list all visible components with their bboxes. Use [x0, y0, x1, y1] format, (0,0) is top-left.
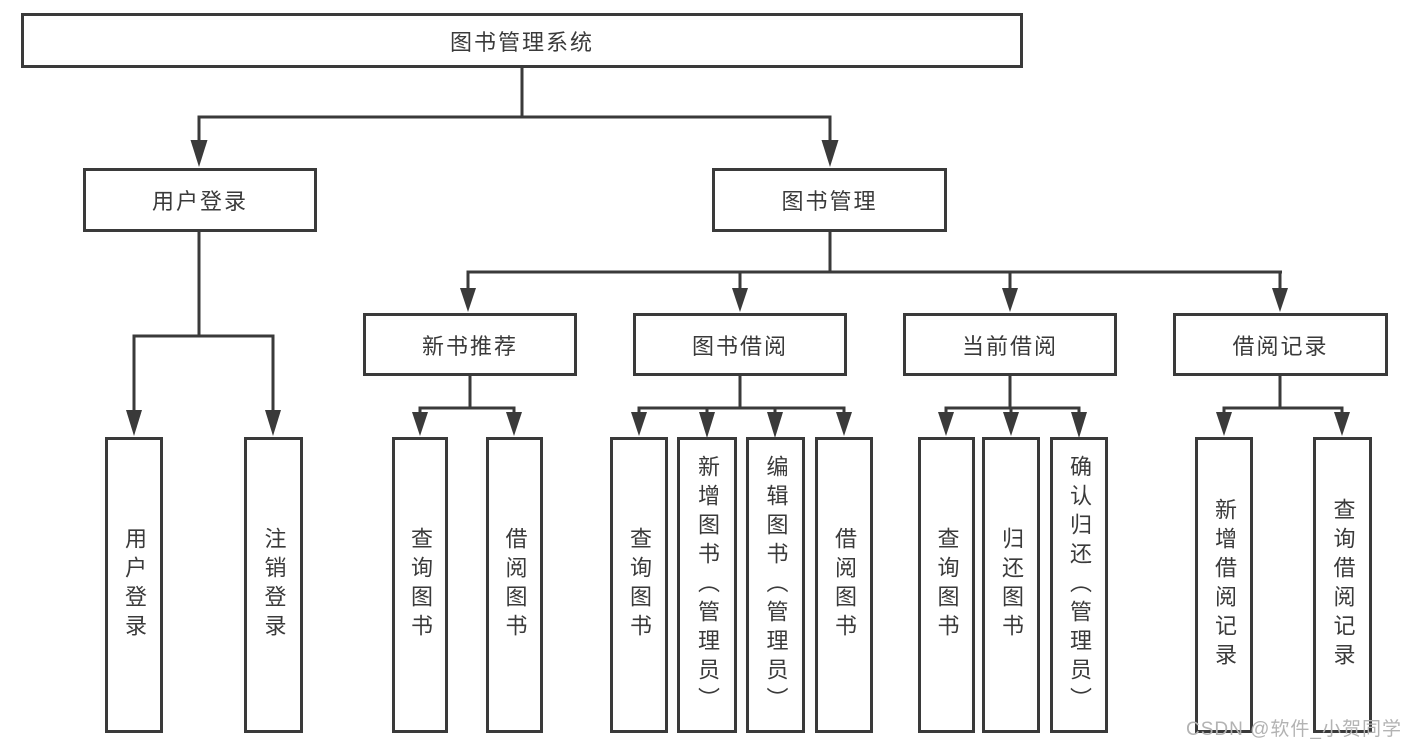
leaf-logout: 注销登录: [244, 437, 303, 733]
leaf-query-borrow-record: 查询借阅记录: [1313, 437, 1372, 733]
arrowhead-current-c3: [1071, 412, 1087, 438]
arrowhead-leaf-logout: [265, 410, 281, 436]
leaf-add-borrow-record: 新增借阅记录: [1195, 437, 1253, 733]
node-current-borrow: 当前借阅: [903, 313, 1117, 376]
node-root-label: 图书管理系统: [449, 29, 594, 55]
leaf-add-book-admin: 新增图书（管理员）: [677, 437, 737, 733]
arrowhead-borrow-c3: [767, 412, 783, 438]
node-user-login: 用户登录: [83, 168, 317, 232]
leaf-user-login: 用户登录: [105, 437, 163, 733]
arrowhead-current-c1: [938, 412, 954, 436]
arrowhead-newrec-c2: [506, 412, 522, 436]
arrowhead-newrec-c1: [412, 412, 428, 436]
node-new-book-recommend-label: 新书推荐: [421, 333, 518, 359]
arrowhead-borrow-c2: [699, 412, 715, 438]
leaf-query-books-1: 查询图书: [392, 437, 448, 733]
leaf-query-books-3: 查询图书: [918, 437, 975, 733]
arrowhead-borrow: [732, 288, 748, 312]
arrowhead-current-c2: [1003, 412, 1019, 436]
leaf-confirm-return-admin: 确认归还（管理员）: [1050, 437, 1108, 733]
arrowhead-records-c1: [1216, 412, 1232, 436]
node-borrow-records-label: 借阅记录: [1232, 333, 1329, 359]
arrowhead-leaf-login: [126, 410, 142, 436]
node-book-mgmt-label: 图书管理: [781, 189, 878, 214]
csdn-watermark: CSDN @软件_小贺同学: [1186, 719, 1402, 740]
arrowhead-records: [1272, 288, 1288, 312]
node-root: 图书管理系统: [21, 13, 1023, 68]
leaf-borrow-books-2: 借阅图书: [815, 437, 873, 733]
leaf-edit-book-admin: 编辑图书（管理员）: [746, 437, 805, 733]
node-book-mgmt: 图书管理: [712, 168, 947, 232]
leaf-return-book: 归还图书: [982, 437, 1040, 733]
arrowhead-user-login: [190, 140, 208, 167]
node-book-borrow-label: 图书借阅: [691, 333, 788, 359]
arrowhead-book-mgmt: [821, 140, 839, 167]
leaf-query-books-2: 查询图书: [610, 437, 668, 733]
arrowhead-records-c2: [1334, 412, 1350, 436]
node-new-book-recommend: 新书推荐: [363, 313, 577, 376]
arrowhead-new-rec: [460, 288, 476, 312]
arrowhead-current: [1002, 288, 1018, 312]
arrowhead-borrow-c4: [836, 412, 852, 436]
node-borrow-records: 借阅记录: [1173, 313, 1388, 376]
leaf-borrow-books-1: 借阅图书: [486, 437, 543, 733]
node-current-borrow-label: 当前借阅: [961, 333, 1058, 359]
node-user-login-label: 用户登录: [151, 189, 248, 214]
node-book-borrow: 图书借阅: [633, 313, 847, 376]
arrowhead-borrow-c1: [631, 412, 647, 436]
